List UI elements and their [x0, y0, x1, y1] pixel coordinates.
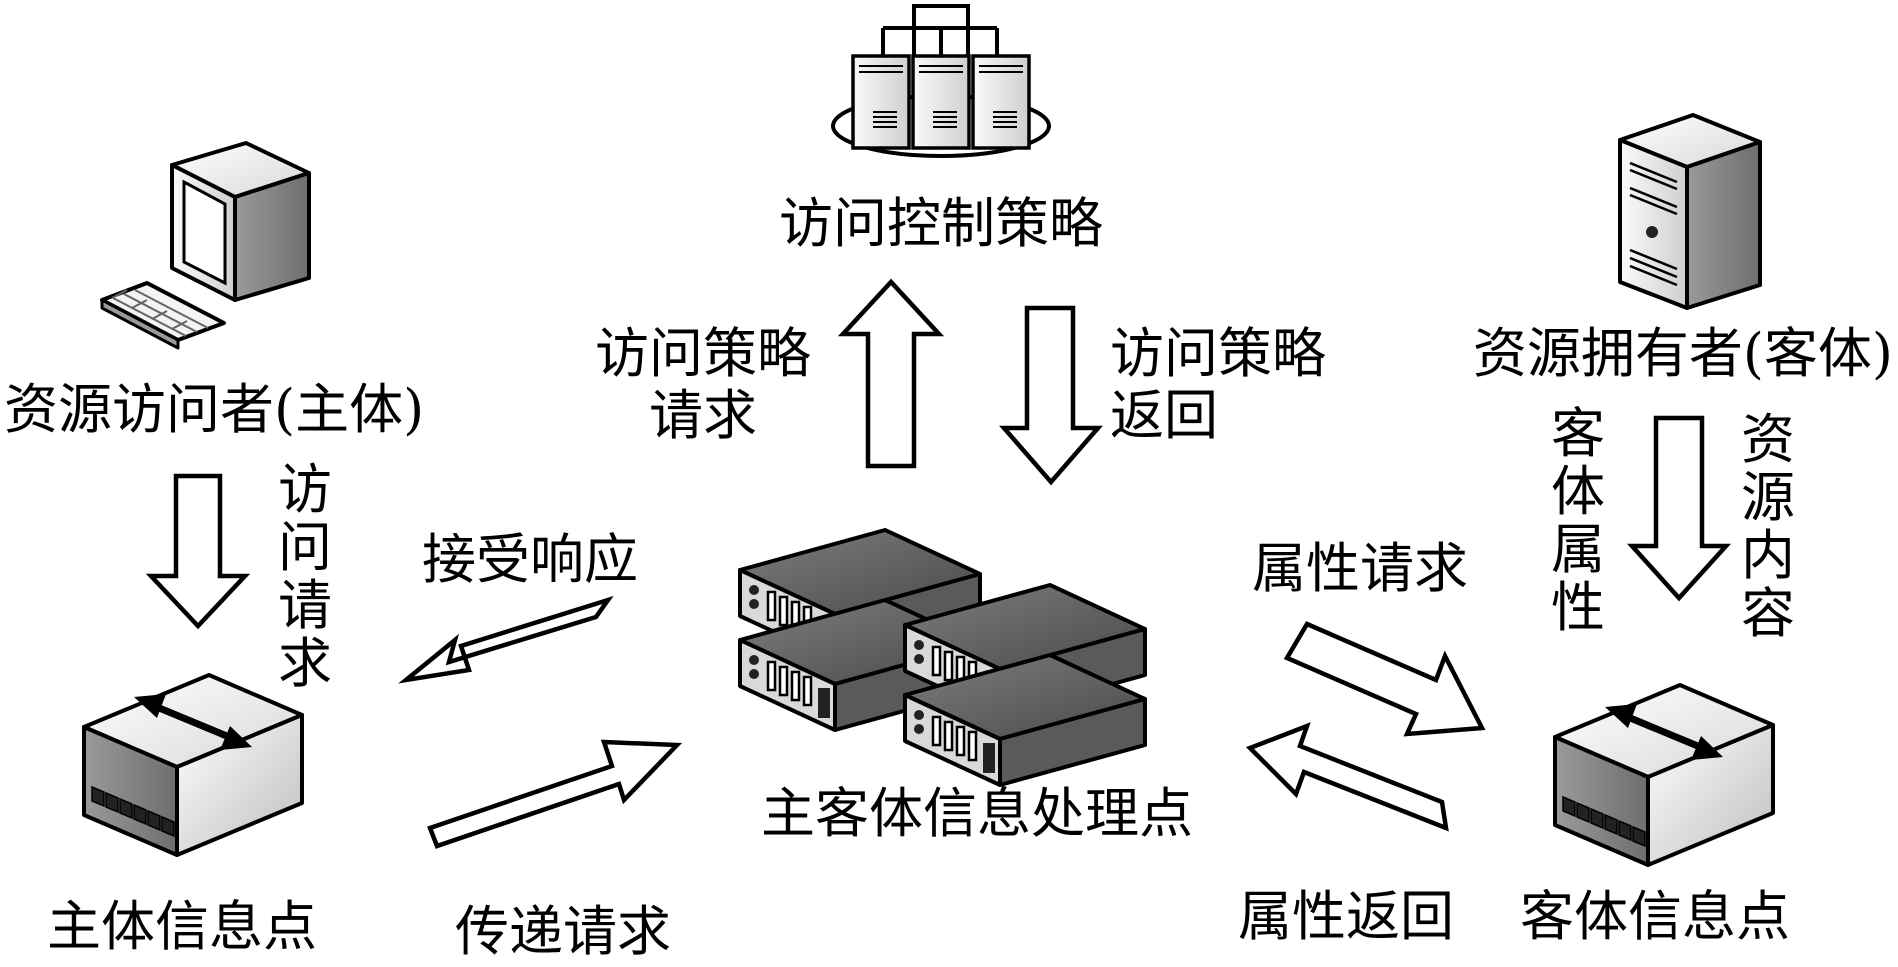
- object-point-label: 客体信息点: [1520, 885, 1790, 948]
- access-request-char-3: 请: [278, 574, 332, 637]
- forward-request-label: 传递请求: [455, 900, 671, 963]
- server-cluster-icon: [831, 4, 1051, 158]
- attr-return-label: 属性返回: [1238, 885, 1454, 948]
- object-attr-char-3: 属: [1551, 518, 1605, 581]
- rack-server-icon: [738, 528, 1147, 787]
- policy-request-arrow: [837, 278, 945, 469]
- owner-label: 资源拥有者(客体): [1473, 322, 1893, 385]
- object-switch-icon: [1555, 685, 1773, 865]
- object-attr-char-1: 客: [1551, 402, 1605, 465]
- forward-request-arrow: [427, 739, 683, 849]
- resource-content-char-3: 内: [1741, 524, 1795, 587]
- object-attr-char-2: 体: [1551, 460, 1605, 523]
- accept-response-label: 接受响应: [422, 528, 638, 591]
- policy-request-label-line2: 请求: [649, 384, 757, 447]
- subject-point-label: 主体信息点: [47, 895, 317, 958]
- access-request-char-2: 问: [278, 516, 332, 579]
- policy-return-arrow: [999, 305, 1103, 486]
- access-request-arrow: [145, 473, 251, 630]
- tower-server-icon: [1618, 113, 1762, 310]
- requester-label: 资源访问者(主体): [4, 378, 424, 441]
- attr-request-arrow: [1283, 621, 1486, 737]
- desktop-computer-icon: [100, 141, 311, 350]
- resource-content-char-1: 资: [1741, 408, 1795, 471]
- subject-switch-icon: [84, 675, 302, 855]
- policy-return-label-line2: 返回: [1110, 384, 1218, 447]
- accept-response-arrow: [398, 595, 614, 684]
- policy-return-label-line1: 访问策略: [1110, 322, 1326, 385]
- access-request-char-4: 求: [278, 632, 332, 695]
- resource-content-char-4: 容: [1741, 582, 1795, 645]
- resource-content-arrow: [1626, 415, 1732, 602]
- policy-request-label-line1: 访问策略: [595, 322, 811, 385]
- object-attr-char-4: 性: [1551, 576, 1605, 639]
- policy-label: 访问控制策略: [779, 192, 1103, 255]
- attr-request-label: 属性请求: [1252, 537, 1468, 600]
- processor-label: 主客体信息处理点: [761, 782, 1193, 845]
- access-request-char-1: 访: [278, 458, 332, 521]
- resource-content-char-2: 源: [1741, 466, 1795, 529]
- attr-return-arrow: [1245, 722, 1449, 832]
